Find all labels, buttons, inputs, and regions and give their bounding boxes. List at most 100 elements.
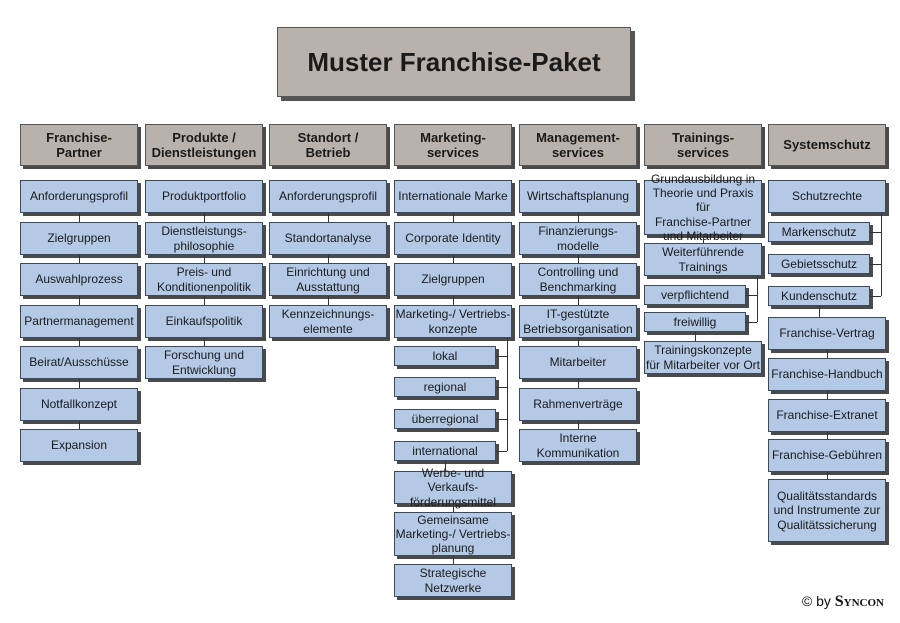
chart-node: Mitarbeiter [519, 346, 637, 379]
bracket-tick [496, 419, 507, 420]
connector-line [826, 391, 828, 399]
chart-subnode: Gebietsschutz [768, 254, 870, 274]
connector-line [78, 421, 80, 429]
column-header: Systemschutz [768, 124, 886, 166]
chart-node: Internationale Marke [394, 180, 512, 213]
connector-line [452, 255, 454, 263]
chart-subnode: verpflichtend [644, 285, 746, 305]
connector-line [203, 338, 205, 346]
chart-node: Auswahlprozess [20, 263, 138, 296]
bracket-line [507, 338, 508, 451]
column-header: Standort /Betrieb [269, 124, 387, 166]
connector-line [826, 432, 828, 439]
chart-node: Wirtschaftsplanung [519, 180, 637, 213]
connector-line [203, 255, 205, 263]
bracket-tick [496, 387, 507, 388]
chart-subnode: international [394, 441, 496, 461]
chart-node: Franchise-Handbuch [768, 358, 886, 391]
chart-subnode: freiwillig [644, 312, 746, 332]
connector-line [577, 421, 579, 429]
chart-node: Beirat/Ausschüsse [20, 346, 138, 379]
chart-node: Partnermanagement [20, 305, 138, 338]
connector-line [78, 338, 80, 346]
connector-line [577, 213, 579, 222]
connector-line [818, 306, 820, 317]
chart-node: Produktportfolio [145, 180, 263, 213]
column-header: Marketing-services [394, 124, 512, 166]
bracket-tick [870, 264, 881, 265]
connector-line [203, 213, 205, 222]
chart-node: Dienstleistungs-philosophie [145, 222, 263, 255]
chart-node: Zielgruppen [20, 222, 138, 255]
connector-line [327, 255, 329, 263]
bracket-tick [746, 322, 757, 323]
connector-line [702, 235, 704, 243]
connector-line [452, 556, 454, 564]
column-header: Management-services [519, 124, 637, 166]
column-header: Trainings-services [644, 124, 762, 166]
chart-subnode: lokal [394, 346, 496, 366]
chart-node: Marketing-/ Vertriebs-konzepte [394, 305, 512, 338]
chart-node: Rahmenverträge [519, 388, 637, 421]
chart-node: Werbe- und Verkaufs-förderungsmittel [394, 466, 512, 509]
connector-line [577, 338, 579, 346]
chart-node: Franchise-Vertrag [768, 317, 886, 350]
connector-line [78, 296, 80, 305]
bracket-tick [496, 451, 507, 452]
column-header: Franchise-Partner [20, 124, 138, 166]
bracket-line [881, 213, 882, 296]
bracket-line [757, 276, 758, 322]
chart-node: Franchise-Gebühren [768, 439, 886, 472]
chart-node: Corporate Identity [394, 222, 512, 255]
connector-line [327, 296, 329, 305]
bracket-tick [870, 232, 881, 233]
connector-line [452, 213, 454, 222]
connector-line [577, 296, 579, 305]
copyright-brand: Syncon [834, 593, 884, 610]
connector-line [327, 213, 329, 222]
connector-line [577, 379, 579, 388]
chart-node: Kennzeichnungs-elemente [269, 305, 387, 338]
chart-node: Einkaufspolitik [145, 305, 263, 338]
connector-line [78, 255, 80, 263]
chart-subnode: Kundenschutz [768, 286, 870, 306]
chart-node: Notfallkonzept [20, 388, 138, 421]
chart-node: Franchise-Extranet [768, 399, 886, 432]
column-header: Produkte /Dienstleistungen [145, 124, 263, 166]
bracket-tick [496, 356, 507, 357]
connector-line [826, 350, 828, 358]
bracket-tick [746, 295, 757, 296]
chart-subnode: Markenschutz [768, 222, 870, 242]
connector-line [826, 472, 828, 479]
connector-line [452, 504, 454, 512]
page-title: Muster Franchise-Paket [277, 27, 631, 97]
connector-line [694, 332, 696, 341]
connector-line [452, 296, 454, 305]
chart-node: Anforderungsprofil [20, 180, 138, 213]
connector-line [444, 461, 446, 471]
chart-subnode: regional [394, 377, 496, 397]
chart-node: Standortanalyse [269, 222, 387, 255]
chart-node: Expansion [20, 429, 138, 462]
connector-line [78, 379, 80, 388]
connector-line [78, 213, 80, 222]
chart-node: Zielgruppen [394, 263, 512, 296]
chart-node: Anforderungsprofil [269, 180, 387, 213]
chart-node: Finanzierungs-modelle [519, 222, 637, 255]
copyright-prefix: © by [801, 593, 831, 609]
chart-subnode: überregional [394, 409, 496, 429]
bracket-tick [870, 296, 881, 297]
copyright: © by Syncon [802, 593, 884, 611]
chart-node: Schutzrechte [768, 180, 886, 213]
